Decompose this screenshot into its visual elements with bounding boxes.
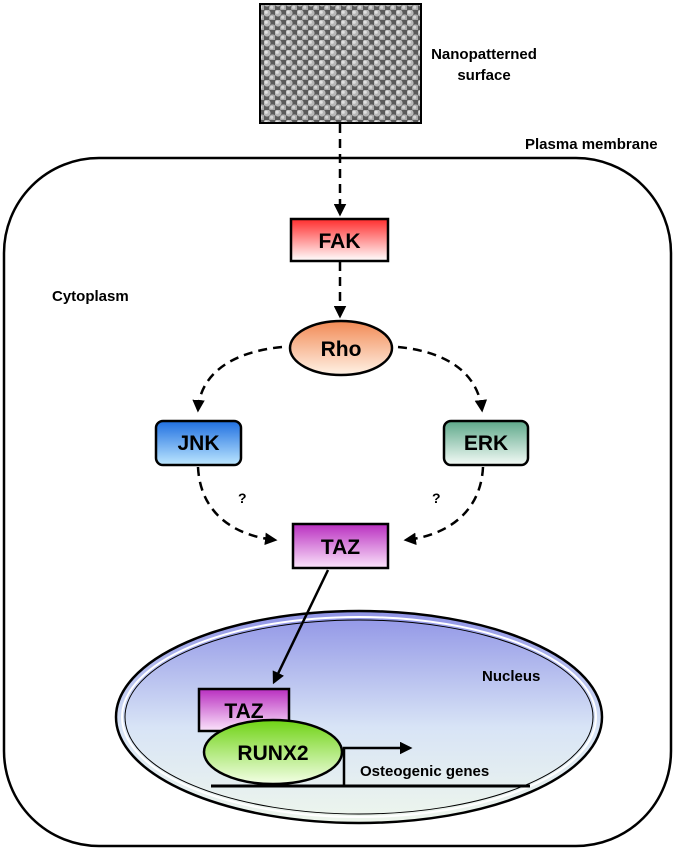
arrow-rho-to-jnk — [192, 345, 283, 413]
nucleus-label: Nucleus — [482, 668, 540, 685]
fak-node — [289, 217, 390, 263]
arrow-taz-to-nucleus — [272, 569, 330, 685]
erk-label: ERK — [464, 432, 508, 455]
nucleus-inner-outline — [124, 619, 594, 815]
transcription-start-arrow — [342, 741, 413, 786]
question-mark-left: ? — [238, 490, 247, 506]
nanopatterned-surface-image — [259, 3, 422, 124]
plasma-membrane-label: Plasma membrane — [525, 136, 658, 153]
rho-node — [288, 319, 394, 377]
nucleus-inner-membrane — [121, 616, 597, 818]
taz-label: TAZ — [321, 536, 360, 559]
nanopatterned-label-line2: surface — [457, 67, 510, 84]
arrow-rho-to-erk — [397, 345, 488, 413]
erk-node — [442, 419, 530, 467]
jnk-node — [154, 419, 243, 467]
taz-node — [291, 522, 390, 570]
runx2-label: RUNX2 — [237, 742, 308, 765]
nucleus — [114, 609, 604, 825]
jnk-label: JNK — [177, 432, 219, 455]
fak-label: FAK — [319, 230, 361, 253]
runx2-node — [202, 718, 344, 786]
nanopatterned-label-line1: Nanopatterned — [431, 46, 537, 63]
rho-label: Rho — [321, 338, 362, 361]
cytoplasm-label: Cytoplasm — [52, 288, 129, 305]
question-mark-right: ? — [432, 490, 441, 506]
osteogenic-genes-label: Osteogenic genes — [360, 763, 489, 780]
taz-nucleus-label: TAZ — [224, 700, 263, 723]
